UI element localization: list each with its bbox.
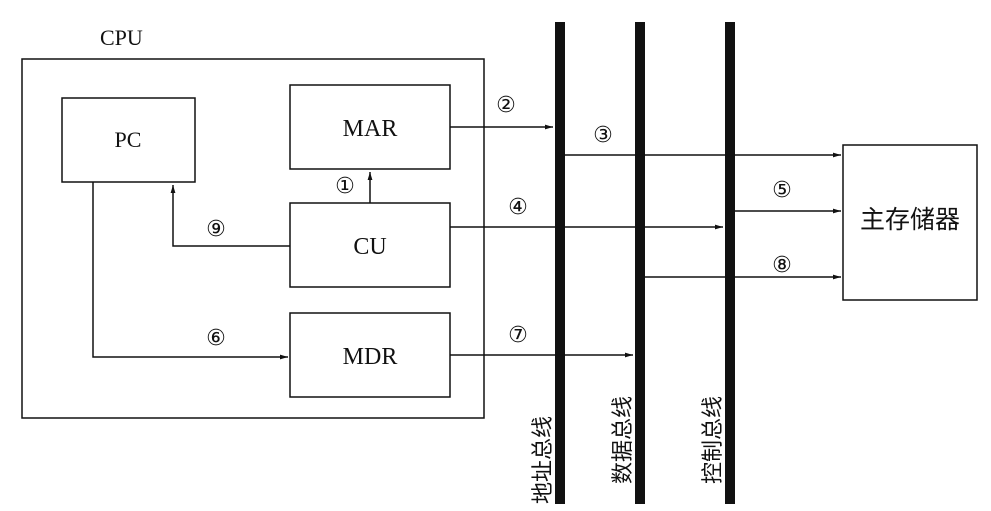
cu-label: CU [353,234,386,260]
control-bus-label: 控制总线 [701,396,726,484]
mar-label: MAR [343,116,398,142]
step-9-label: ⑨ [206,217,226,242]
step-6-label: ⑥ [206,326,226,351]
mdr-label: MDR [343,344,398,370]
address-bus-bar [555,22,565,504]
step-8-label: ⑧ [772,253,792,278]
data-bus-label: 数据总线 [611,396,636,484]
step-3-label: ③ [593,123,613,148]
step-2-label: ② [496,93,516,118]
arrow-step-6 [92,182,288,360]
pc-register: PC [61,97,196,183]
main-memory-label: 主存储器 [860,205,960,234]
cpu-label: CPU [100,25,143,50]
step-7-label: ⑦ [508,323,528,348]
step-5-label: ⑤ [772,178,792,203]
data-bus-bar [635,22,645,504]
mar-register: MAR [289,84,451,170]
step-4-label: ④ [508,195,528,220]
address-bus-label: 地址总线 [531,416,556,504]
arrow-step-9 [170,185,290,247]
cpu-box [21,58,485,419]
mdr-register: MDR [289,312,451,398]
cu-unit: CU [289,202,451,288]
step-1-label: ① [335,174,355,199]
main-memory: 主存储器 [842,144,978,301]
control-bus-bar [725,22,735,504]
pc-label: PC [115,127,142,152]
